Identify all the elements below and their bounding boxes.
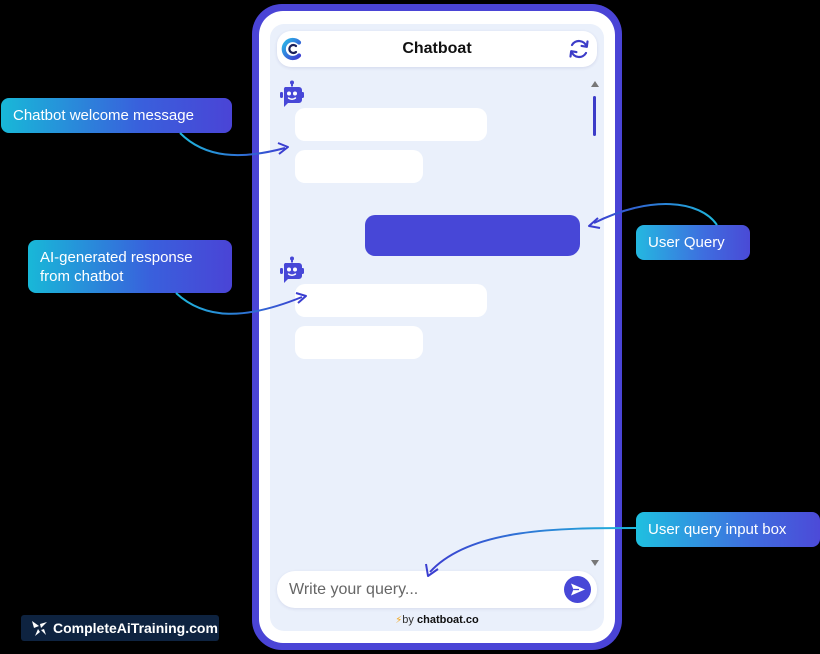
callout-text: from chatbot — [40, 268, 124, 285]
robot-icon — [280, 256, 304, 283]
callout-text: User query input box — [648, 521, 787, 538]
powered-by-brand[interactable]: chatboat.co — [416, 614, 479, 626]
bot-message-bubble — [295, 326, 423, 359]
chat-header — [277, 31, 597, 67]
scroll-up-icon[interactable] — [590, 80, 600, 88]
callout-user-query: User Query — [636, 225, 750, 260]
bot-message-bubble — [295, 150, 423, 183]
send-icon[interactable] — [564, 576, 591, 603]
powered-by: ⚡by chatboat.co — [270, 612, 604, 628]
watermark-text: CompleteAiTraining.com — [53, 620, 218, 636]
scroll-down-icon[interactable] — [590, 559, 600, 567]
user-message-bubble — [365, 215, 580, 256]
callout-text: AI-generated response — [40, 249, 193, 266]
watermark: CompleteAiTraining.com — [21, 615, 219, 641]
chatboat-logo-icon — [281, 37, 302, 61]
refresh-icon[interactable] — [567, 37, 591, 61]
robot-icon — [280, 80, 304, 107]
header-title: Chatboat — [402, 40, 472, 57]
query-input[interactable] — [277, 571, 597, 608]
bot-message-bubble — [295, 284, 487, 317]
scrollbar-thumb[interactable] — [593, 96, 596, 136]
callout-ai-response: AI-generated response from chatbot — [28, 240, 232, 293]
bot-message-bubble — [295, 108, 487, 141]
callout-input-box: User query input box — [636, 512, 820, 547]
callout-welcome-message: Chatbot welcome message — [1, 98, 232, 133]
powered-by-prefix: by — [402, 614, 414, 626]
watermark-logo-icon — [32, 621, 47, 636]
callout-text: User Query — [648, 234, 725, 251]
callout-text: Chatbot welcome message — [13, 107, 194, 124]
lightning-icon: ⚡ — [395, 615, 403, 626]
